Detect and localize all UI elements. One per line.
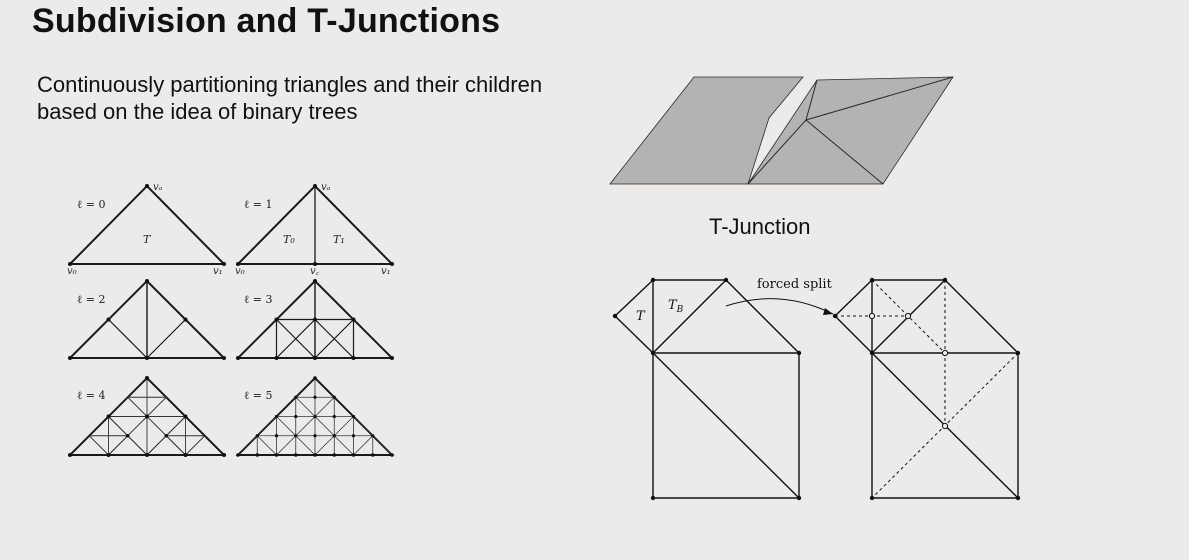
- level-4-triangle: [67, 376, 227, 457]
- vertex-label-v1-0: v₁: [213, 266, 223, 277]
- slide-title: Subdivision and T-Junctions: [32, 2, 501, 40]
- level-4-label: ℓ = 4: [77, 389, 105, 402]
- forced-split-label: forced split: [757, 277, 833, 292]
- region-label-t: T: [143, 233, 152, 246]
- level-2-label: ℓ = 2: [77, 293, 105, 306]
- forced-split-before: [612, 277, 802, 501]
- region-label-t1: T₁: [333, 233, 345, 246]
- vertex-label-v0-0: v₀: [67, 266, 77, 277]
- level-0-label: ℓ = 0: [77, 198, 105, 211]
- slide-subtitle: Continuously partitioning triangles and …: [37, 72, 543, 124]
- label-t: T: [636, 309, 646, 324]
- level-3-label: ℓ = 3: [244, 293, 272, 306]
- vertex-label-va-1: vₐ: [321, 182, 331, 193]
- forced-split-after: [832, 277, 1021, 501]
- forced-split-arrow: [725, 298, 834, 315]
- vertex-label-v1-1: v₁: [381, 266, 391, 277]
- label-tb: TB: [668, 298, 684, 315]
- vertex-label-vc-1: v꜀: [310, 266, 320, 277]
- level-2-triangle: [67, 279, 227, 360]
- vertex-label-v0-1: v₀: [235, 266, 245, 277]
- tjunction-illustration: [609, 76, 954, 185]
- level-5-label: ℓ = 5: [244, 389, 272, 402]
- level-1-label: ℓ = 1: [244, 198, 272, 211]
- vertex-label-va-0: vₐ: [153, 182, 163, 193]
- tjunction-caption: T-Junction: [709, 214, 811, 239]
- level-0-triangle: [67, 184, 227, 266]
- level-1-triangle: [235, 184, 395, 266]
- level-3-triangle: [235, 279, 395, 360]
- region-label-t0: T₀: [283, 233, 295, 246]
- level-5-triangle: [235, 376, 395, 457]
